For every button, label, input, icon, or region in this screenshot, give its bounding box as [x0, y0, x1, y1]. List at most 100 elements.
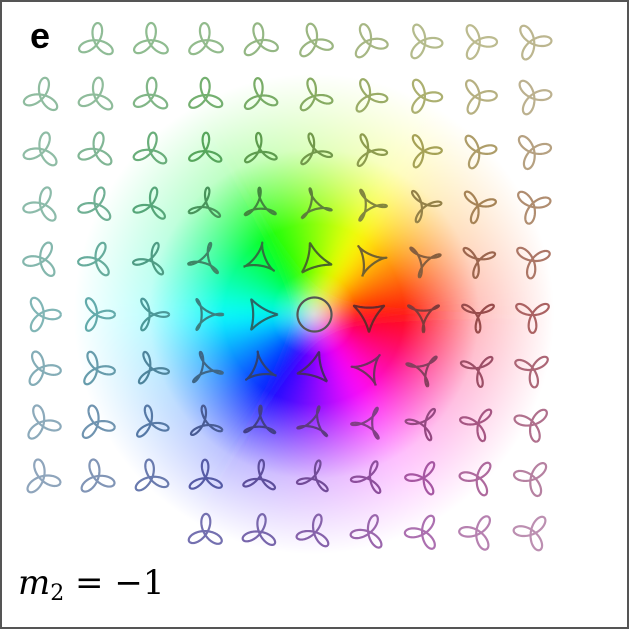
polarization-curve: [513, 408, 548, 443]
polarization-curve: [410, 189, 443, 224]
polarization-curve: [459, 355, 494, 389]
polarization-curve: [458, 461, 492, 497]
polarization-curve: [465, 79, 498, 115]
polarization-curve: [296, 296, 333, 333]
polarization-curve: [131, 241, 165, 276]
polarization-curve: [296, 351, 328, 383]
parameter-label: m2 = −1: [18, 566, 164, 605]
polarization-curve: [404, 407, 437, 442]
parameter-relation: = −1: [64, 563, 165, 603]
panel-label: e: [30, 15, 51, 56]
polarization-curve: [22, 241, 56, 277]
polarization-curve: [243, 131, 278, 164]
polarization-curve: [403, 514, 436, 550]
polarization-curve: [187, 241, 219, 275]
polarization-curve: [356, 133, 389, 168]
polarization-curve: [137, 350, 171, 385]
polarization-curve: [77, 241, 110, 277]
polarization-curve: [187, 512, 223, 545]
polarization-curve: [77, 186, 112, 221]
polarization-curve: [349, 460, 382, 495]
polarization-curve: [512, 462, 548, 498]
polarization-curve: [354, 23, 389, 59]
polarization-curve: [459, 408, 493, 443]
polarization-curve: [132, 76, 169, 110]
polarization-curve: [84, 297, 117, 332]
polarization-curve: [295, 459, 329, 493]
polarization-curve: [243, 22, 279, 57]
polarization-curve: [192, 350, 224, 384]
polarization-curve: [349, 514, 383, 549]
polarization-curve: [242, 241, 275, 272]
polarization-curve: [29, 296, 62, 333]
polarization-curve: [514, 355, 549, 389]
polarization-curve: [245, 350, 278, 381]
polarization-curve: [463, 190, 497, 225]
polarization-curve: [295, 513, 330, 548]
polarization-curve: [350, 406, 380, 440]
polarization-curve: [132, 131, 168, 165]
polarization-curve: [80, 458, 116, 493]
polarization-curve: [301, 242, 333, 274]
polarization-curve: [461, 303, 495, 334]
polarization-curve: [405, 355, 438, 388]
polarization-curve: [132, 186, 166, 220]
polarization-curve: [300, 187, 333, 220]
polarization-curve: [241, 513, 277, 547]
polarization-curve: [188, 21, 224, 56]
polarization-curve: [404, 461, 436, 496]
polarization-curve: [299, 22, 334, 58]
polarization-curve: [28, 350, 62, 386]
polarization-curve: [22, 131, 58, 167]
polarization-curve: [410, 23, 444, 60]
polarization-curve: [22, 186, 57, 222]
polarization-curve: [355, 78, 389, 113]
polarization-curve: [357, 245, 388, 278]
polarization-curve: [358, 188, 388, 222]
polarization-curve: [350, 354, 381, 387]
polarization-curve: [188, 458, 223, 490]
polarization-curve: [26, 458, 62, 494]
polarization-curve: [77, 131, 113, 166]
polarization-curve: [243, 186, 277, 217]
polarization-curve: [195, 298, 225, 331]
polarization-curve: [519, 24, 553, 61]
polarization-curve: [518, 79, 553, 116]
polarization-curve: [517, 135, 553, 171]
polarization-curve: [464, 134, 498, 170]
polarization-curve: [188, 131, 223, 163]
polarization-curve: [296, 405, 329, 438]
polarization-curve: [411, 78, 444, 114]
parameter-subscript: 2: [50, 581, 65, 606]
polarization-curve: [300, 132, 334, 166]
polarization-curve: [27, 404, 62, 440]
polarization-curve: [409, 246, 442, 279]
polarization-curve: [189, 404, 224, 437]
polarization-curve: [22, 76, 59, 112]
polarization-curve: [83, 350, 116, 386]
polarization-curve: [512, 515, 547, 552]
parameter-symbol: m: [18, 563, 51, 603]
polarization-curve: [299, 77, 334, 112]
polarization-curve: [516, 246, 551, 280]
polarization-curve: [136, 404, 170, 438]
polarization-curve: [250, 298, 279, 331]
polarization-curve: [188, 76, 224, 109]
polarization-curve: [465, 24, 499, 61]
curve-grid: [22, 21, 553, 552]
polarization-curve: [407, 304, 440, 334]
polarization-curve: [352, 304, 386, 333]
polarization-curve: [411, 134, 443, 169]
polarization-curve: [242, 458, 277, 491]
polarization-curve: [243, 404, 277, 435]
polarization-curve: [77, 21, 114, 56]
polarization-curve: [134, 458, 170, 492]
polarization-curve: [132, 21, 169, 55]
polarization-curve: [517, 190, 552, 225]
polarization-curve: [515, 302, 550, 335]
polarization-curve: [243, 77, 279, 111]
polarization-curve: [81, 404, 116, 439]
